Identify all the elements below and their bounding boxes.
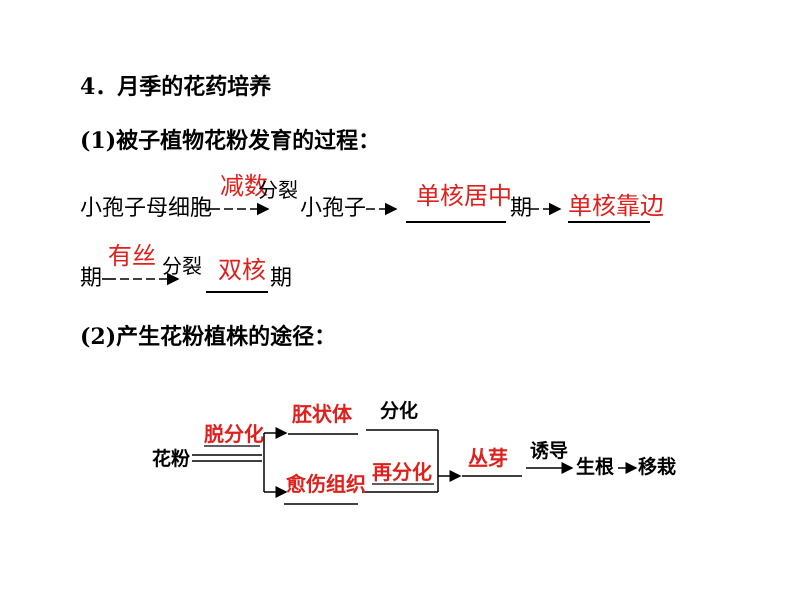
answer-binucleate: 双核 <box>218 256 266 284</box>
answer-redifferentiation: 再分化 <box>372 460 432 484</box>
answer-embryoid: 胚状体 <box>292 402 352 426</box>
division-label-2: 分裂 <box>162 254 202 278</box>
period-label-c: 期 <box>270 266 293 291</box>
answer-callus: 愈伤组织 <box>286 472 366 496</box>
answer-uninucleate-central: 单核居中 <box>416 182 512 210</box>
root-label: 生根 <box>576 456 615 478</box>
period-label-b: 期 <box>80 266 103 291</box>
section2-title: (2)产生花粉植株的途径： <box>80 324 337 350</box>
answer-bud: 丛芽 <box>468 446 508 470</box>
answer-mitosis: 有丝 <box>108 242 156 270</box>
microspore-label: 小孢子 <box>300 196 367 221</box>
differentiation-label: 分化 <box>380 400 419 422</box>
transplant-label: 移栽 <box>638 456 677 478</box>
answer-dedifferentiation: 脱分化 <box>204 422 264 446</box>
pollen-mother-cell-label: 小孢子母细胞 <box>80 196 213 221</box>
answer-uninucleate-lateral: 单核靠边 <box>568 192 664 220</box>
section1-title: (1)被子植物花粉发育的过程： <box>80 128 381 154</box>
period-label-a: 期 <box>510 196 533 221</box>
division-label-1: 分裂 <box>258 178 298 202</box>
section-heading: 4．月季的花药培养 <box>80 74 272 100</box>
answer-meiosis: 减数 <box>220 172 268 200</box>
induce-label: 诱导 <box>530 440 569 462</box>
pollen-label: 花粉 <box>152 448 191 470</box>
